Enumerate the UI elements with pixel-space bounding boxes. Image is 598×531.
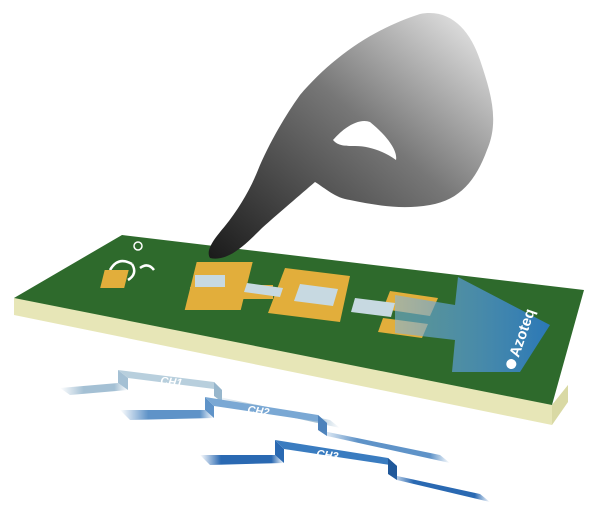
- ch2-label: CH2: [247, 404, 270, 419]
- ch1-label: CH1: [160, 375, 183, 390]
- channel-trace-ch3: CH3: [200, 440, 490, 502]
- pcb-board: Azoteq: [14, 235, 584, 425]
- channel-trace-ch1: CH1: [60, 370, 340, 428]
- channel-trace-ch2: CH2: [120, 397, 450, 463]
- ch3-label: CH3: [316, 448, 339, 463]
